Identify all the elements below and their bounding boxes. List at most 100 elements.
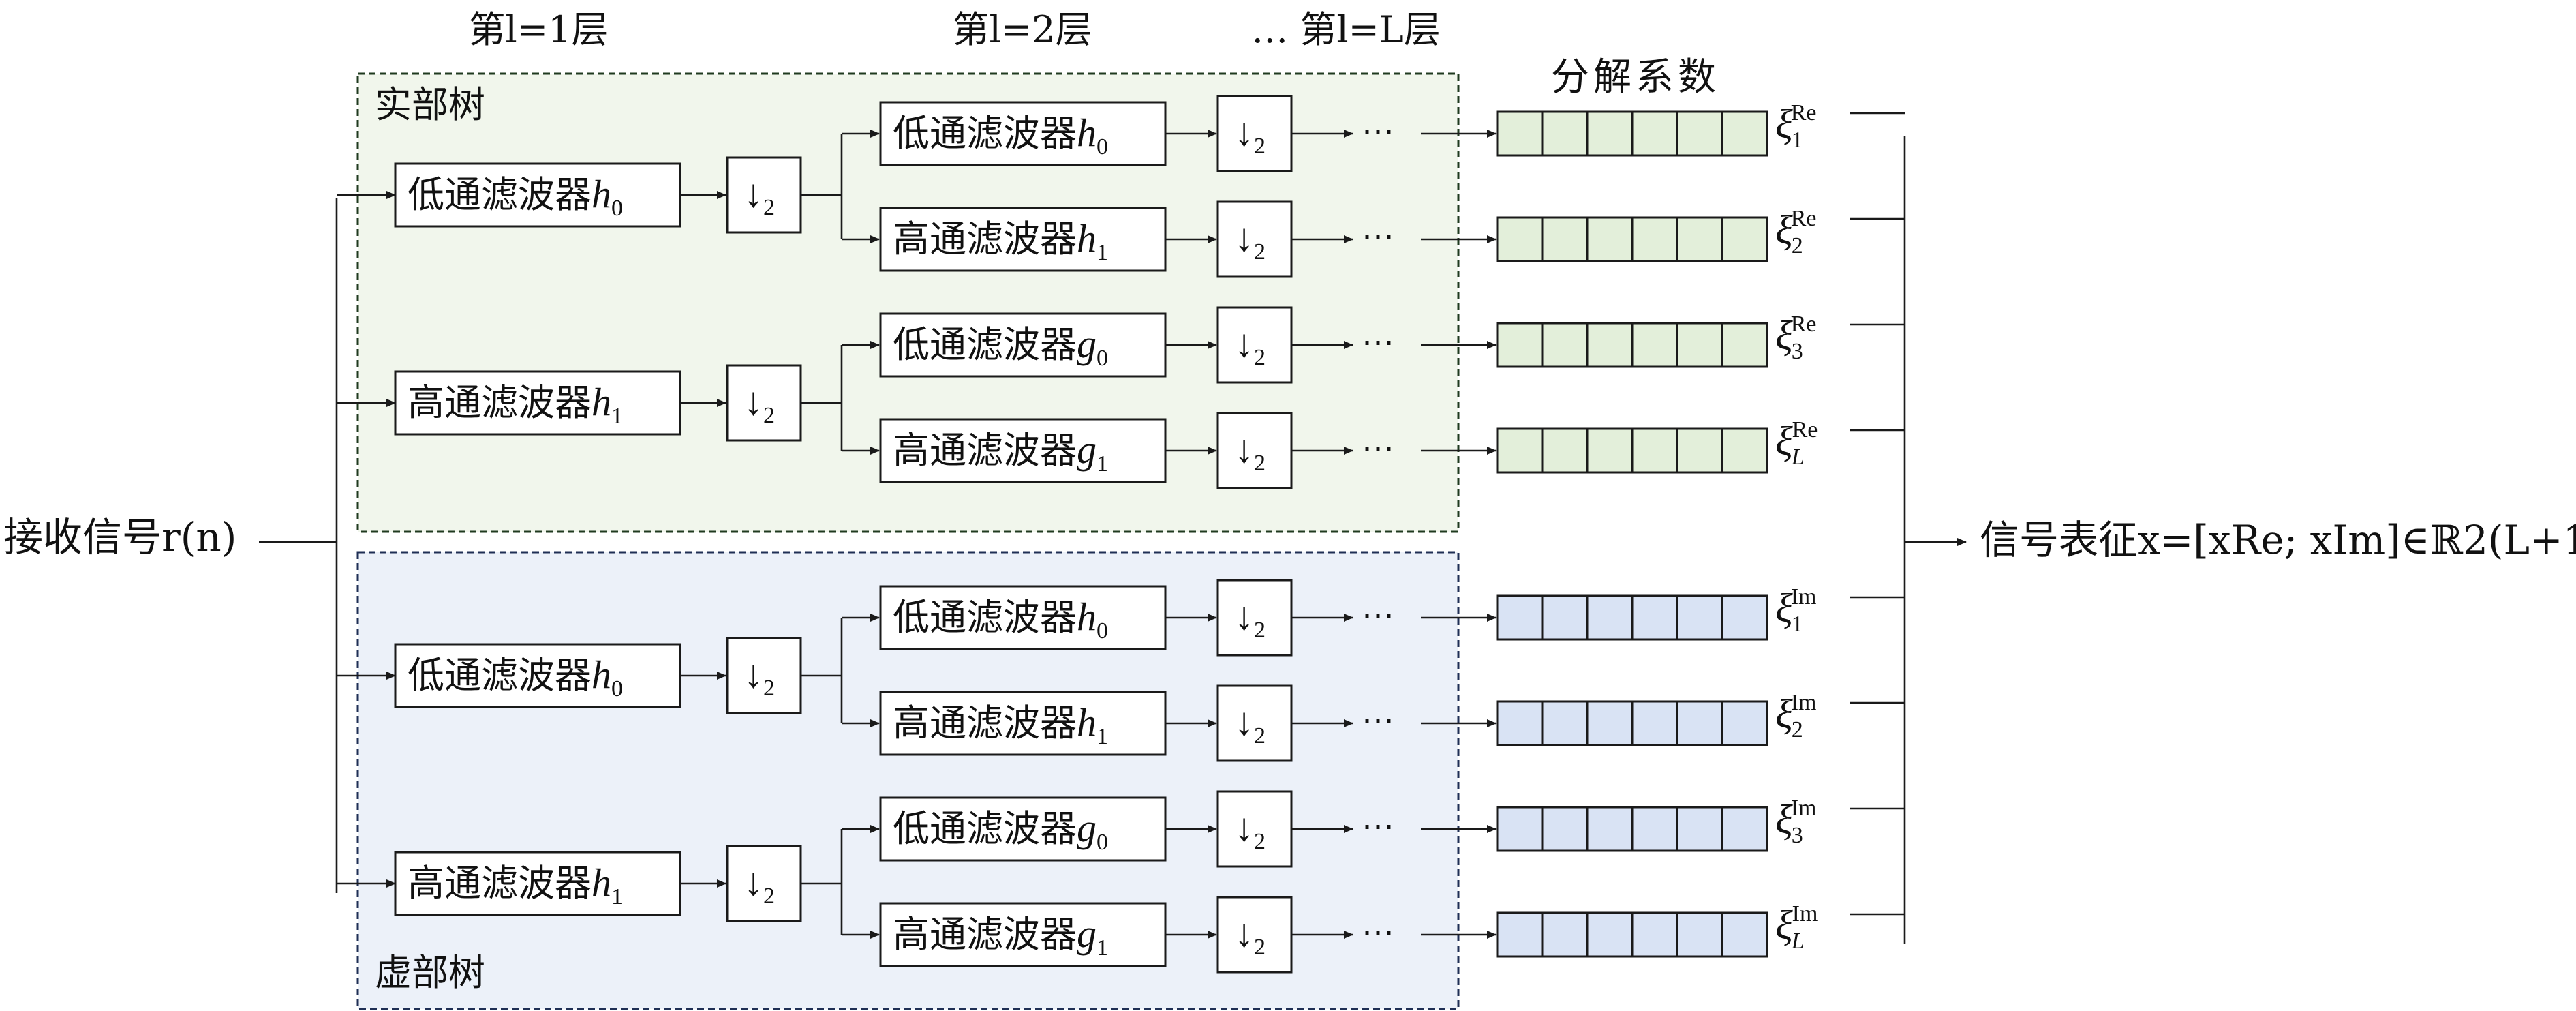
coef-cell bbox=[1586, 322, 1634, 368]
downsample-label: ↓2 bbox=[743, 652, 775, 701]
stage2-downsample-re-4: ↓2 bbox=[1216, 412, 1293, 489]
coef-cell bbox=[1721, 806, 1768, 852]
coef-label-im-2: ξ2Im bbox=[1775, 690, 1816, 742]
coef-cell bbox=[1496, 911, 1544, 958]
coef-cell bbox=[1676, 110, 1723, 157]
filter-box bbox=[394, 851, 681, 916]
coef-cell bbox=[1586, 700, 1634, 746]
stage2-filter-re-3: 低通滤波器g0 bbox=[879, 312, 1167, 378]
coef-cell bbox=[1541, 216, 1589, 262]
filter-box bbox=[879, 207, 1167, 272]
coef-cell bbox=[1541, 594, 1589, 641]
coef-cell bbox=[1586, 427, 1634, 474]
downsample-label: ↓2 bbox=[1234, 110, 1266, 159]
ellipsis: ⋯ bbox=[1362, 596, 1394, 634]
coef-cell bbox=[1721, 427, 1768, 474]
coef-cell bbox=[1631, 911, 1678, 958]
filter-box bbox=[879, 101, 1167, 166]
filter-box bbox=[394, 162, 681, 228]
coef-label-im-3: ξ3Im bbox=[1775, 796, 1816, 848]
coef-cell bbox=[1676, 806, 1723, 852]
coef-cell bbox=[1676, 427, 1723, 474]
coef-cell bbox=[1496, 427, 1544, 474]
coef-cell bbox=[1631, 110, 1678, 157]
coef-array-im-1 bbox=[1496, 594, 1768, 641]
downsample-box bbox=[726, 637, 802, 714]
coefficients-header: 分解系数 bbox=[1551, 55, 1720, 100]
coef-cell bbox=[1541, 427, 1589, 474]
real-tree-label: 实部树 bbox=[375, 83, 485, 126]
stage1-downsample-re-1: ↓2 bbox=[726, 156, 802, 234]
downsample-box bbox=[1216, 306, 1293, 384]
coef-cell bbox=[1586, 110, 1634, 157]
downsample-label: ↓2 bbox=[1234, 805, 1266, 854]
coef-cell bbox=[1541, 322, 1589, 368]
coef-cell bbox=[1676, 322, 1723, 368]
coef-cell bbox=[1496, 322, 1544, 368]
connection-wires bbox=[259, 112, 1967, 944]
input-label: 接收信号r(n) bbox=[3, 514, 236, 560]
downsample-label: ↓2 bbox=[1234, 321, 1266, 370]
filter-box bbox=[879, 902, 1167, 967]
downsample-label: ↓2 bbox=[1234, 911, 1266, 960]
ellipsis: ⋯ bbox=[1362, 807, 1394, 845]
downsample-box bbox=[726, 156, 802, 234]
filter-label: 低通滤波器g0 bbox=[893, 322, 1108, 371]
coef-label-re-4: ξLRe bbox=[1775, 417, 1818, 470]
filter-label: 低通滤波器h0 bbox=[893, 110, 1108, 160]
stage2-filter-re-1: 低通滤波器h0 bbox=[879, 101, 1167, 166]
filter-label: 低通滤波器h0 bbox=[408, 172, 623, 221]
downsample-label: ↓2 bbox=[743, 379, 775, 428]
coef-cell bbox=[1676, 700, 1723, 746]
coef-label-re-3: ξ3Re bbox=[1775, 312, 1816, 364]
stage2-filter-re-2: 高通滤波器h1 bbox=[879, 207, 1167, 272]
stage2-downsample-im-2: ↓2 bbox=[1216, 684, 1293, 762]
coef-array-re-4 bbox=[1496, 427, 1768, 474]
coef-cell bbox=[1676, 911, 1723, 958]
coef-label-re-2: ξ2Re bbox=[1775, 206, 1816, 258]
stage1-downsample-re-2: ↓2 bbox=[726, 364, 802, 442]
stage2-downsample-re-1: ↓2 bbox=[1216, 95, 1293, 172]
filter-label: 高通滤波器g1 bbox=[893, 427, 1108, 477]
coef-array-im-4 bbox=[1496, 911, 1768, 958]
coef-cell bbox=[1631, 594, 1678, 641]
filter-label: 高通滤波器h1 bbox=[893, 700, 1108, 749]
coef-array-im-3 bbox=[1496, 806, 1768, 852]
coef-label-im-1: ξ1Im bbox=[1775, 584, 1816, 637]
filter-label: 高通滤波器g1 bbox=[893, 911, 1108, 961]
ellipsis: ⋯ bbox=[1362, 217, 1394, 256]
stage2-filter-im-2: 高通滤波器h1 bbox=[879, 691, 1167, 756]
coef-cell bbox=[1721, 700, 1768, 746]
coef-label-re-1: ξ1Re bbox=[1775, 100, 1816, 153]
coef-cell bbox=[1496, 806, 1544, 852]
coef-cell bbox=[1496, 700, 1544, 746]
downsample-box bbox=[1216, 684, 1293, 762]
coef-cell bbox=[1586, 216, 1634, 262]
layer2-header: 第l=2层 bbox=[953, 8, 1092, 51]
coef-cell bbox=[1496, 594, 1544, 641]
stage1-filter-re-1: 低通滤波器h0 bbox=[394, 162, 681, 228]
filter-box bbox=[879, 585, 1167, 650]
downsample-box bbox=[1216, 896, 1293, 974]
filter-box bbox=[879, 796, 1167, 862]
ellipsis: ⋯ bbox=[1362, 112, 1394, 150]
coef-array-re-3 bbox=[1496, 322, 1768, 368]
filter-box bbox=[879, 418, 1167, 483]
filter-label: 低通滤波器g0 bbox=[893, 806, 1108, 855]
stage2-downsample-re-2: ↓2 bbox=[1216, 200, 1293, 278]
stage2-filter-re-4: 高通滤波器g1 bbox=[879, 418, 1167, 483]
stage2-filter-im-1: 低通滤波器h0 bbox=[879, 585, 1167, 650]
coef-cell bbox=[1496, 216, 1544, 262]
stage2-filter-im-4: 高通滤波器g1 bbox=[879, 902, 1167, 967]
downsample-box bbox=[1216, 579, 1293, 657]
coef-cell bbox=[1721, 110, 1768, 157]
downsample-label: ↓2 bbox=[1234, 594, 1266, 643]
stage2-downsample-im-4: ↓2 bbox=[1216, 896, 1293, 974]
stage2-filter-im-3: 低通滤波器g0 bbox=[879, 796, 1167, 862]
filter-label: 高通滤波器h1 bbox=[893, 216, 1108, 265]
diagram-nodes: 低通滤波器h0 ↓2 高通滤波器h1 ↓2 低通滤波器h0 ↓2 ⋯ ξ1Re 高通滤波器h1 ↓… bbox=[394, 95, 1818, 974]
filter-box bbox=[879, 312, 1167, 378]
downsample-box bbox=[1216, 412, 1293, 489]
output-label: 信号表征x=[xRe; xIm]∈ℝ2(L+1)×N bbox=[1980, 517, 2576, 563]
coef-cell bbox=[1676, 594, 1723, 641]
